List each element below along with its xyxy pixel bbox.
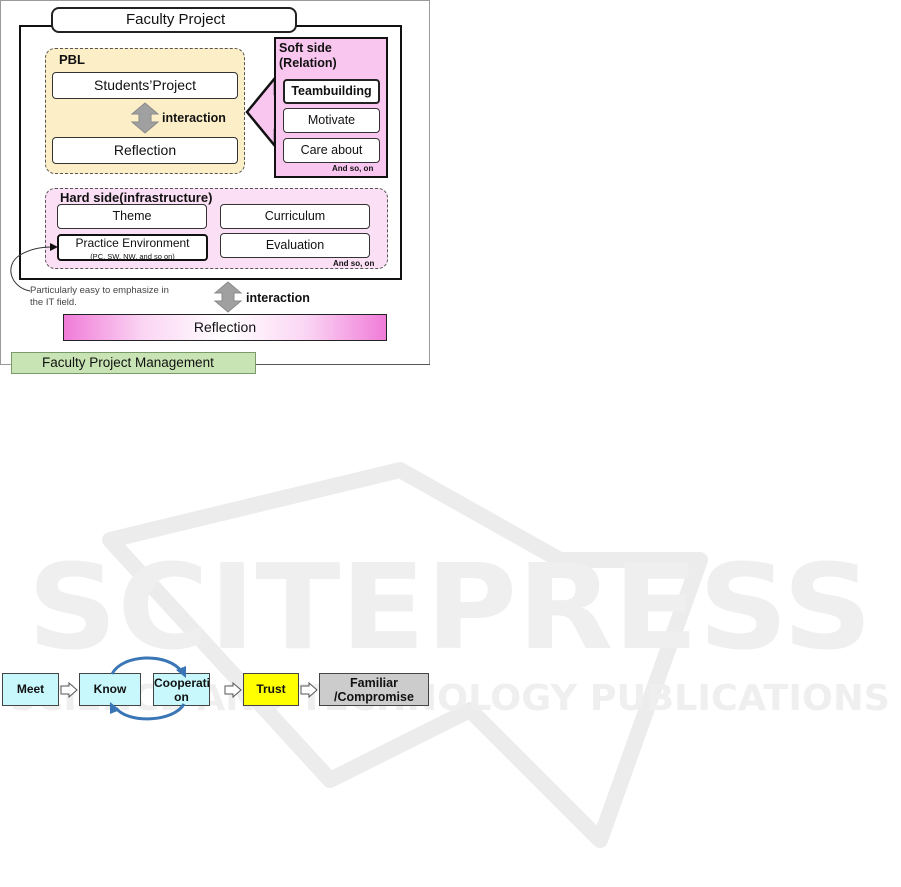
soft-side-title-line2: (Relation) (279, 56, 337, 70)
hard-side-and-so-on: And so, on (333, 259, 375, 268)
step-cooperation-line2: on (174, 690, 189, 704)
arrow-right-icon (60, 682, 78, 698)
step-cooperation: Cooperati on (153, 673, 210, 706)
fpm-underline (256, 364, 430, 365)
soft-side-title: Soft side (Relation) (279, 41, 337, 71)
pbl-label: PBL (59, 52, 85, 67)
arrow-right-icon (300, 682, 318, 698)
faculty-project-title: Faculty Project (51, 7, 297, 33)
hard-side-label: Hard side(infrastructure) (60, 190, 213, 205)
step-familiar-line1: Familiar (350, 676, 398, 690)
step-meet: Meet (2, 673, 59, 706)
watermark-book-shape (102, 462, 708, 848)
double-arrow-icon (213, 281, 243, 313)
watermark-title: SCITEPRESS (28, 538, 873, 676)
students-project-box: Students’Project (52, 72, 238, 99)
curriculum-box: Curriculum (220, 204, 370, 229)
evaluation-box: Evaluation (220, 233, 370, 258)
practice-environment-label: Practice Environment (75, 236, 190, 250)
cycle-arrows-icon (110, 656, 186, 721)
annotation-arrow-icon (10, 243, 58, 292)
outer-interaction-label: interaction (246, 291, 310, 305)
pbl-interaction-label: interaction (162, 111, 226, 125)
outer-reflection-box: Reflection (63, 314, 387, 341)
step-cooperation-line1: Cooperati (154, 676, 211, 690)
soft-side-and-so-on: And so, on (332, 164, 374, 173)
faculty-project-management-label: Faculty Project Management (11, 352, 256, 374)
care-about-box: Care about (283, 138, 380, 163)
double-arrow-icon (130, 102, 160, 134)
theme-box: Theme (57, 204, 207, 229)
step-trust: Trust (243, 673, 299, 706)
practice-environment-sublabel: (PC, SW, NW, and so on) (90, 252, 175, 261)
teambuilding-box: Teambuilding (283, 79, 380, 104)
arrow-right-icon (224, 682, 242, 698)
practice-environment-box: Practice Environment (PC, SW, NW, and so… (57, 234, 208, 261)
step-familiar-compromise: Familiar /Compromise (319, 673, 429, 706)
step-familiar-line2: /Compromise (334, 690, 414, 704)
it-field-note-line1: Particularly easy to emphasize in (30, 285, 169, 296)
it-field-note: Particularly easy to emphasize in the IT… (30, 285, 210, 309)
motivate-box: Motivate (283, 108, 380, 133)
it-field-note-line2: the IT field. (30, 297, 77, 308)
soft-side-title-line1: Soft side (279, 41, 332, 55)
pbl-reflection-box: Reflection (52, 137, 238, 164)
